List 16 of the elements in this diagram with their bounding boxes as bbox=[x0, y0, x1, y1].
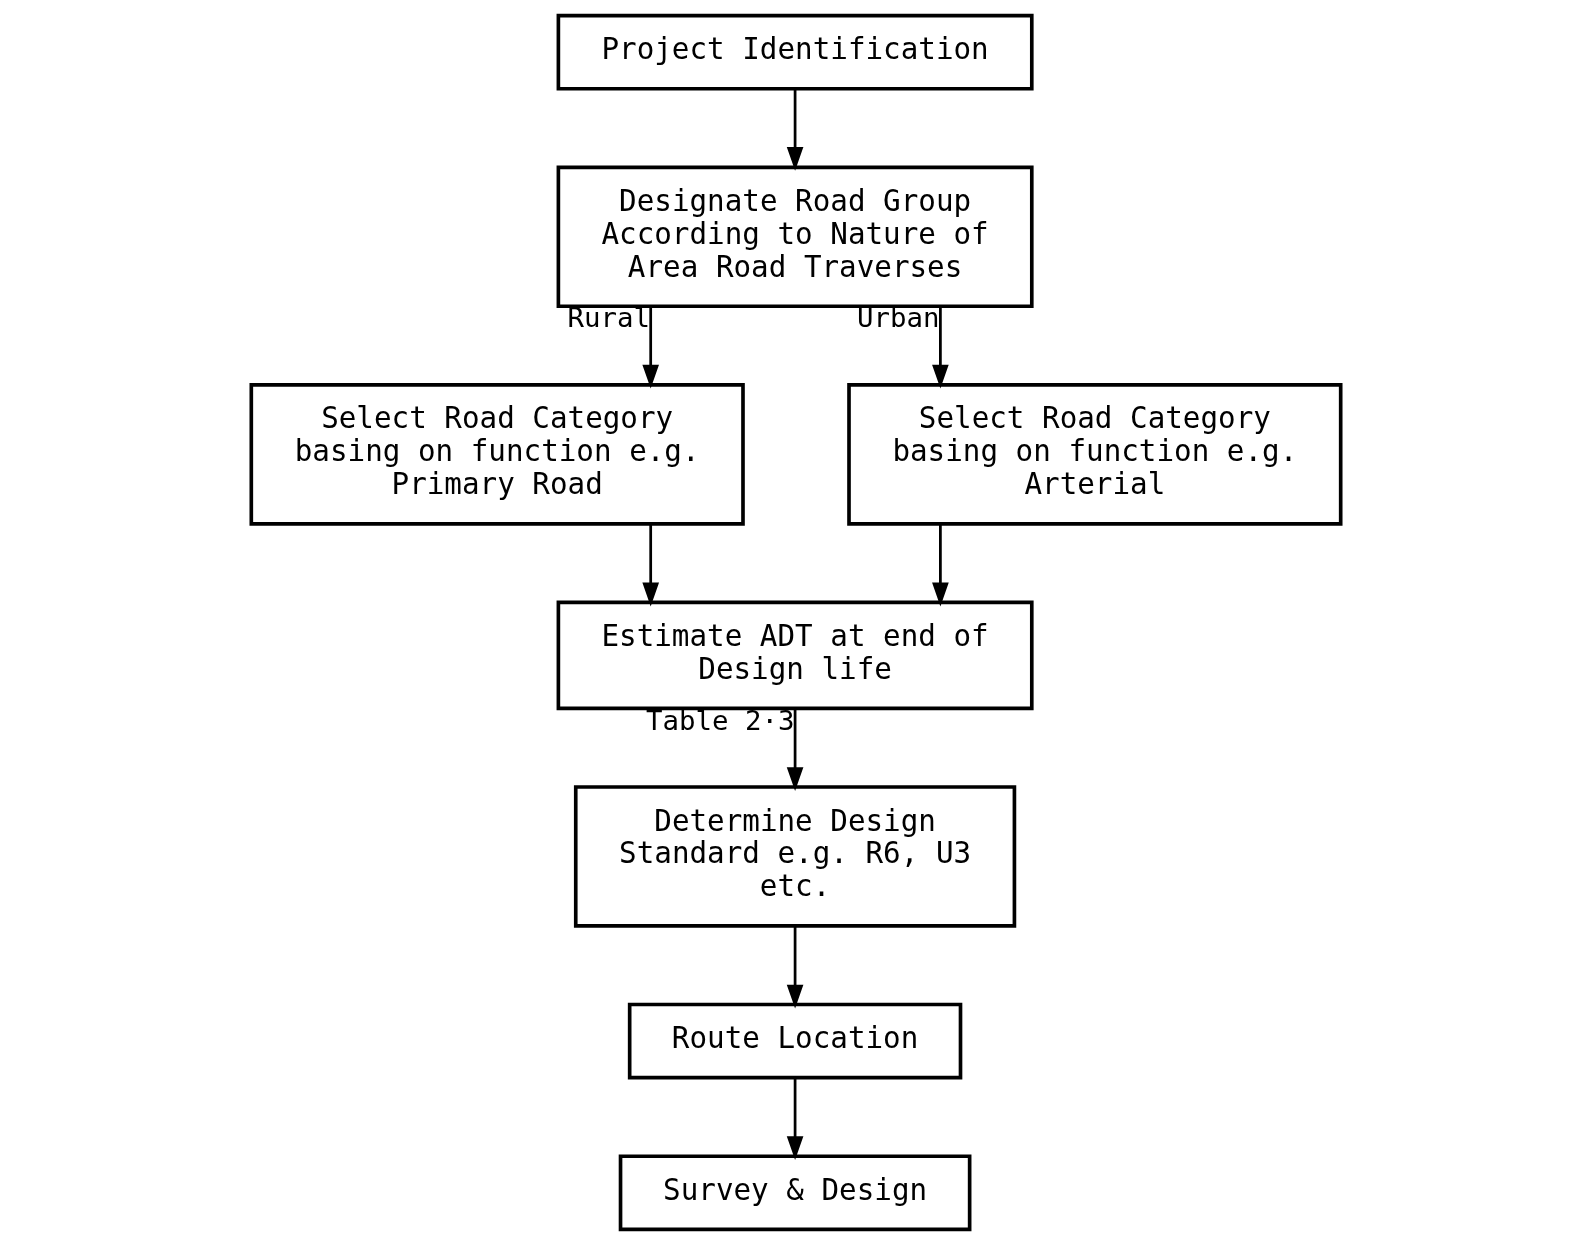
arrow bbox=[931, 306, 949, 389]
arrow bbox=[786, 708, 803, 792]
arrow bbox=[786, 926, 803, 1009]
node-box: Project Identification bbox=[556, 13, 1034, 91]
arrow bbox=[786, 1077, 803, 1160]
arrow bbox=[641, 306, 659, 389]
node-box: Determine Design Standard e.g. R6, U3 etc. bbox=[573, 785, 1016, 928]
node-box: Route Location bbox=[627, 1002, 962, 1080]
node-box: Select Road Category basing on function e.g. Primary Road bbox=[249, 383, 745, 526]
node-box: Estimate ADT at end of Design life bbox=[556, 600, 1034, 711]
node-box: Designate Road Group According to Nature of Area Road Traverses bbox=[556, 165, 1034, 309]
node-box: Select Road Category basing on function e.g. Arterial bbox=[846, 383, 1342, 526]
arrow bbox=[786, 89, 803, 171]
node-box: Survey & Design bbox=[618, 1154, 971, 1232]
arrow bbox=[641, 524, 659, 607]
arrow bbox=[931, 524, 949, 607]
